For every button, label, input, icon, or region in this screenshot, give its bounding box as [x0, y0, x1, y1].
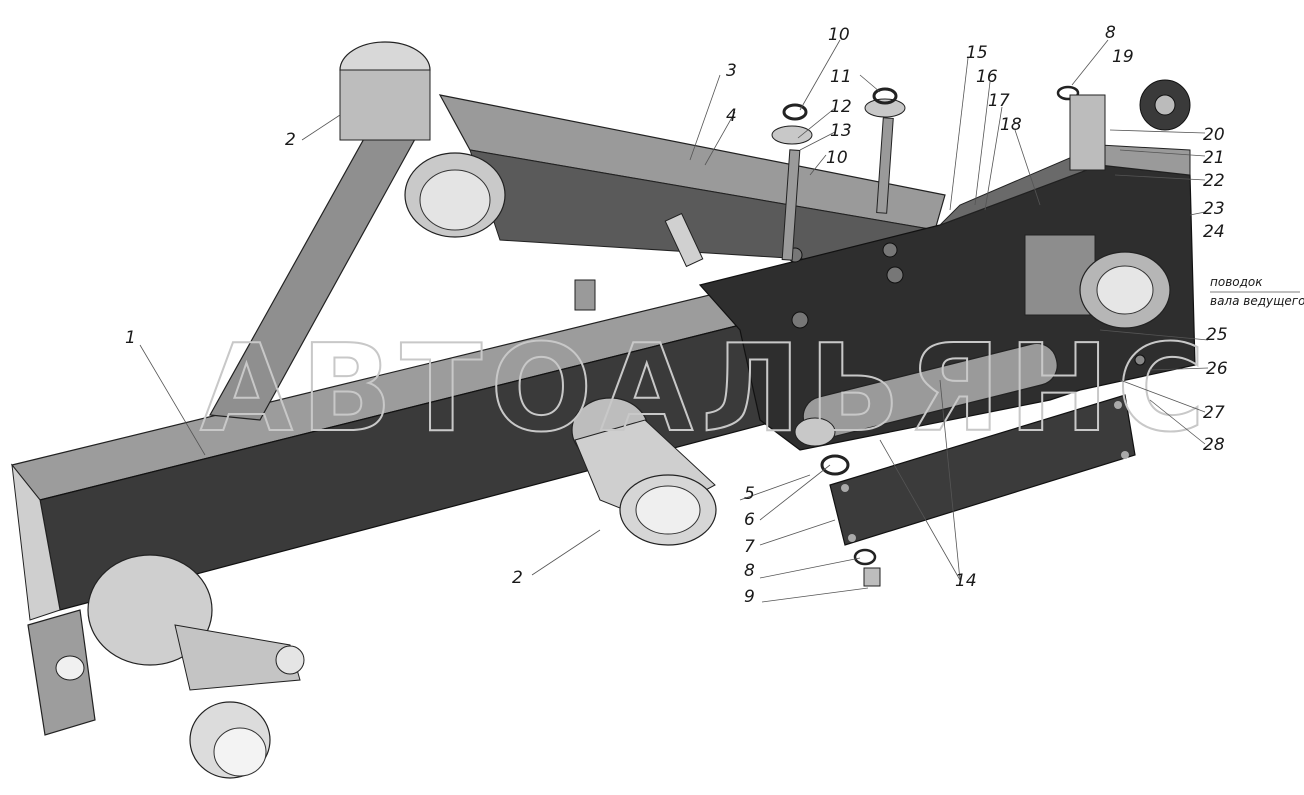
- callout-10-lower: 10: [826, 148, 848, 168]
- callout-16: 16: [976, 67, 998, 87]
- callout-2-upper: 2: [285, 130, 296, 150]
- steering-knuckle: [27, 554, 305, 779]
- callout-23: 23: [1203, 199, 1225, 219]
- callout-13: 13: [830, 121, 852, 141]
- callout-15: 15: [966, 43, 988, 63]
- note-line-1: поводок: [1210, 275, 1263, 289]
- callout-19: 19: [1112, 47, 1134, 67]
- watermark: АВТОАЛЬЯНС: [200, 320, 1213, 459]
- callout-7: 7: [744, 537, 755, 557]
- callout-9: 9: [744, 587, 755, 607]
- callout-28: 28: [1203, 435, 1225, 455]
- callout-22: 22: [1203, 171, 1225, 191]
- callout-10-upper: 10: [828, 25, 850, 45]
- callout-11: 11: [830, 67, 852, 87]
- callout-2-lower: 2: [512, 568, 523, 588]
- callout-5: 5: [744, 484, 755, 504]
- lower-sleeve: [571, 397, 717, 546]
- cover-plate: [829, 394, 1136, 546]
- hydraulic-cylinder: [794, 342, 1058, 447]
- callout-12: 12: [830, 97, 852, 117]
- callout-18: 18: [1000, 115, 1022, 135]
- callout-20: 20: [1203, 125, 1225, 145]
- callout-3: 3: [726, 61, 737, 81]
- note-line-2: вала ведущего: [1210, 294, 1304, 308]
- callout-labels: 1 2 2 3 4 5 6 7 8 8 9 10 10 11 12 13 14 …: [125, 23, 1304, 607]
- callout-26: 26: [1206, 359, 1228, 379]
- gearbox-housing: [698, 144, 1196, 451]
- callout-1: 1: [125, 328, 136, 348]
- callout-21: 21: [1203, 148, 1225, 168]
- triangular-arm: [209, 94, 946, 421]
- upper-sleeve: [339, 41, 506, 238]
- callout-25: 25: [1206, 325, 1228, 345]
- callout-6: 6: [744, 510, 755, 530]
- callout-8-upper: 8: [1105, 23, 1116, 43]
- callout-4: 4: [726, 106, 737, 126]
- callout-24: 24: [1203, 222, 1225, 242]
- callout-8-lower: 8: [744, 561, 755, 581]
- leader-lines: [139, 39, 1300, 603]
- callout-17: 17: [988, 91, 1010, 111]
- callout-27: 27: [1203, 403, 1225, 423]
- studs-and-washers: [574, 79, 1191, 587]
- callout-14: 14: [955, 571, 977, 591]
- main-beam: [10, 289, 781, 621]
